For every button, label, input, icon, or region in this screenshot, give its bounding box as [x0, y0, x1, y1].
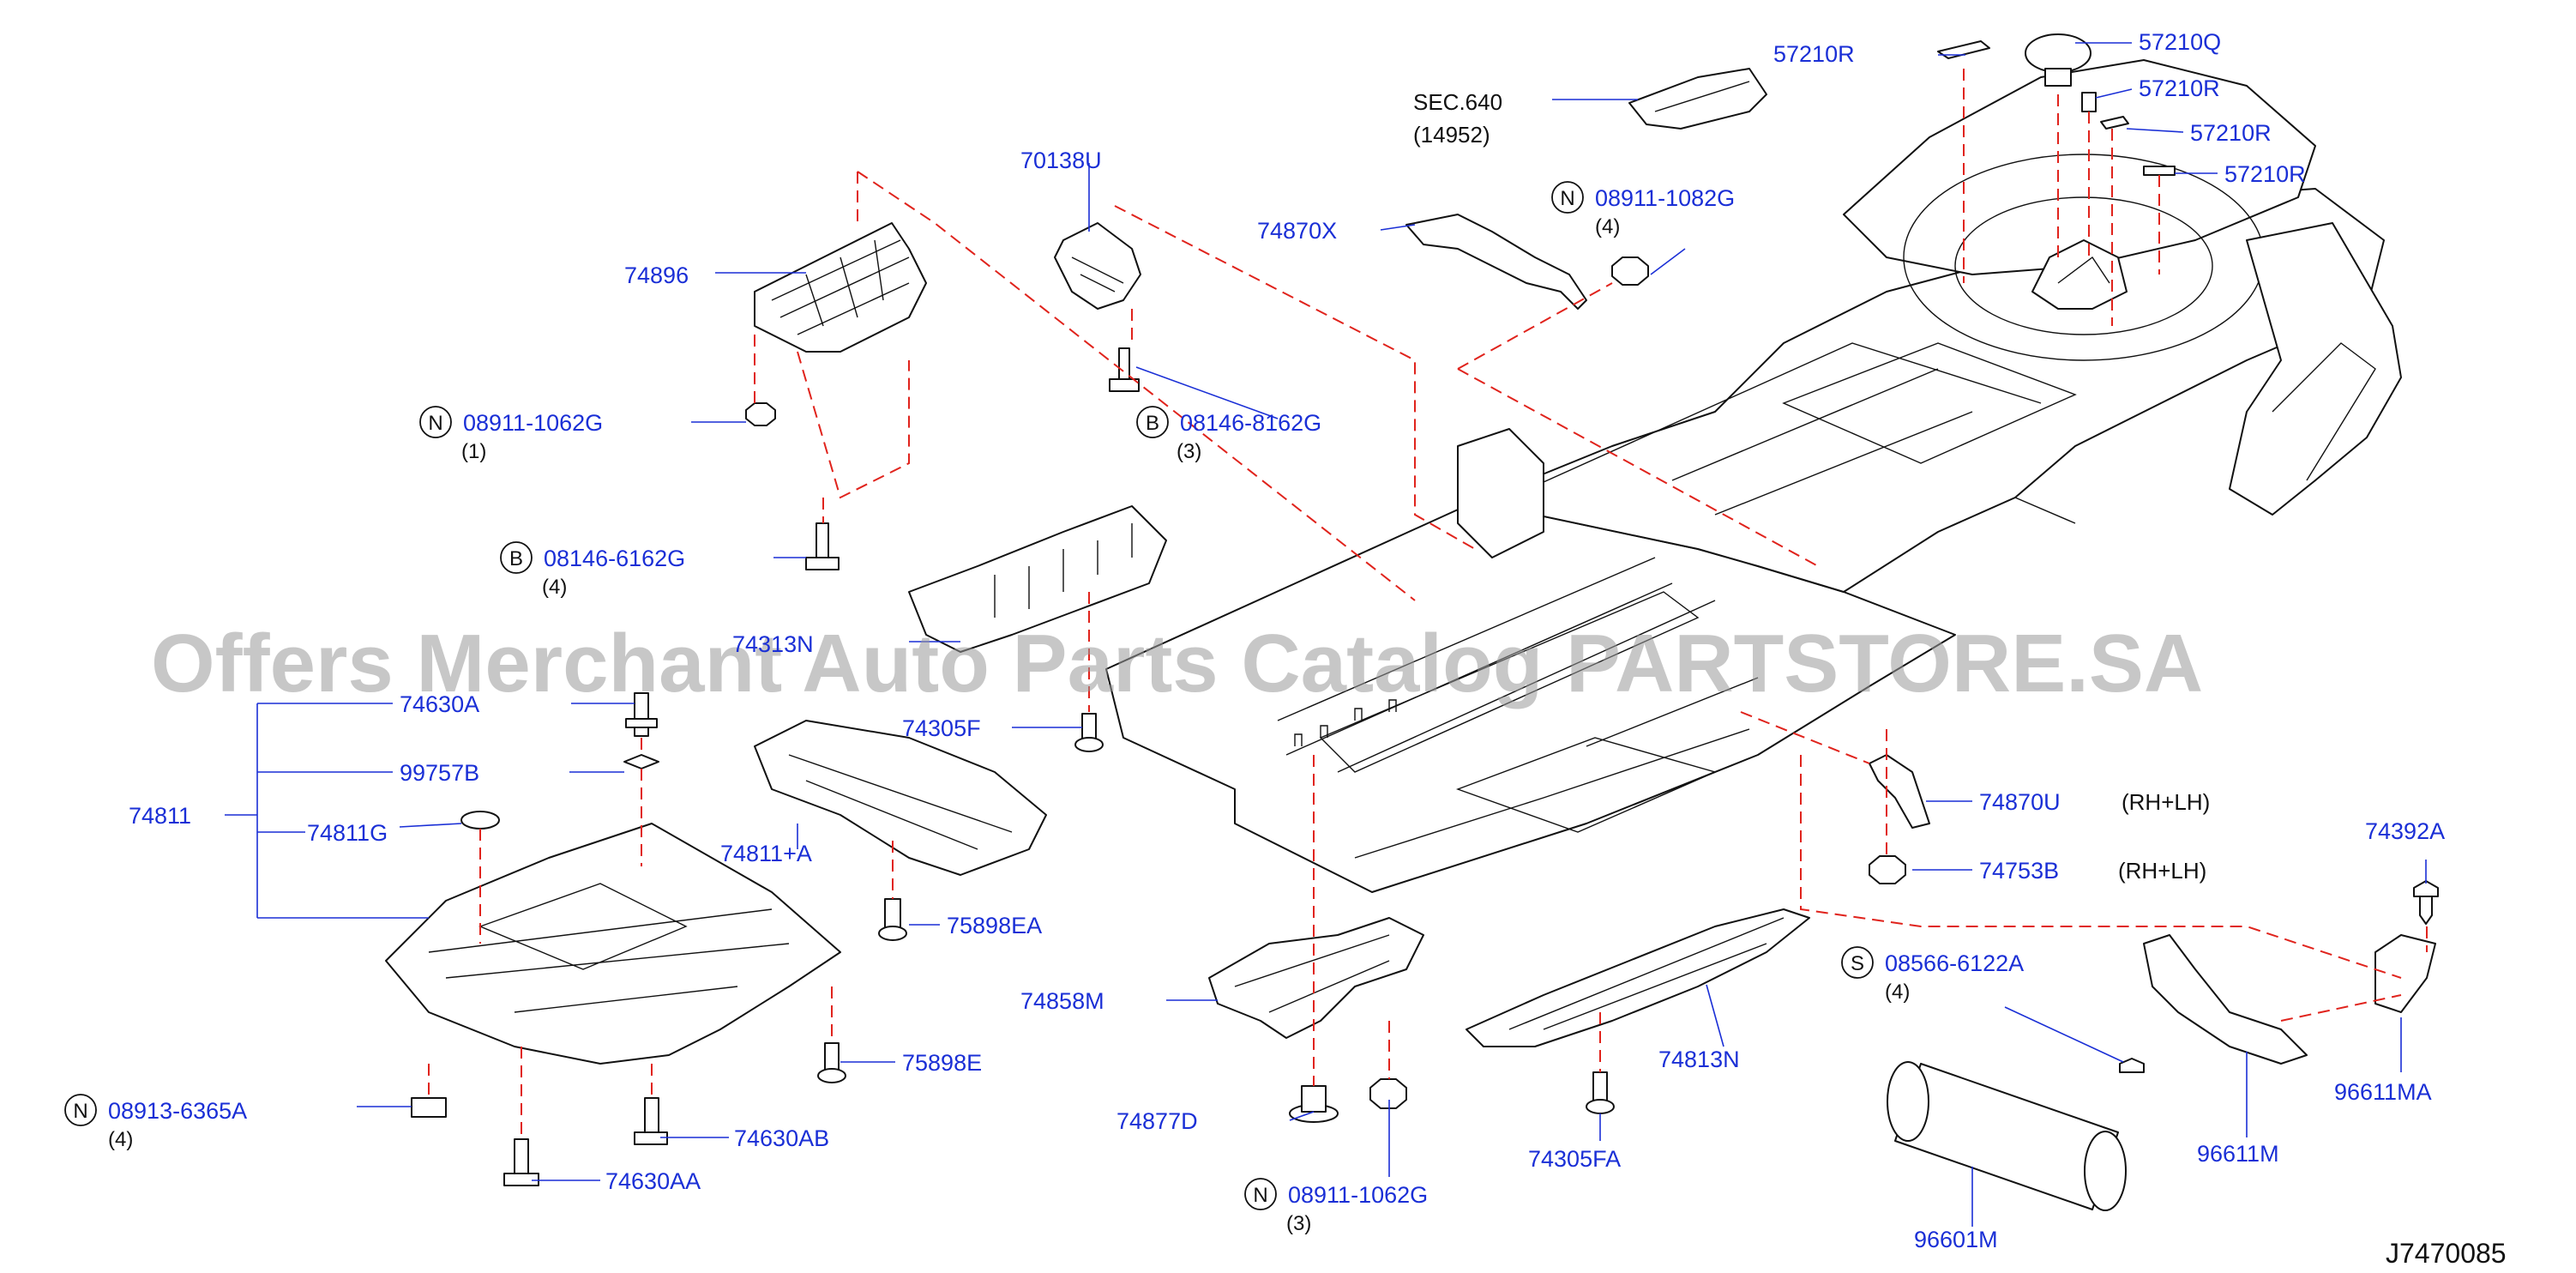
- parts-drawings: [385, 33, 2439, 1211]
- fastener-callouts: N 08911-1082G (4) N 08911-1062G (1) B 08…: [64, 181, 2024, 1235]
- part-label-57210r-b: 57210R: [2139, 75, 2220, 101]
- fastener-qty-f2: (1): [461, 440, 486, 463]
- part-label-74630a: 74630A: [400, 691, 479, 717]
- part-label-74392a: 74392A: [2365, 818, 2445, 844]
- part-label-74896: 74896: [624, 262, 689, 288]
- part-label-74877d: 74877D: [1116, 1108, 1198, 1134]
- fastener-qty-f6: (3): [1286, 1212, 1311, 1235]
- part-label-57210r-c: 57210R: [2190, 120, 2272, 146]
- part-label-74313n: 74313N: [732, 631, 814, 657]
- section-ref-sub: (14952): [1413, 122, 1490, 148]
- prefix-f7: S: [1851, 952, 1864, 975]
- part-label-96611m: 96611M: [2197, 1141, 2279, 1167]
- fastener-qty-f3: (3): [1177, 440, 1201, 463]
- assembly-dashed-lines: [428, 69, 2428, 1139]
- fastener-number-f2: 08911-1062G: [463, 410, 603, 436]
- part-label-57210r-d: 57210R: [2224, 161, 2306, 187]
- watermark-text: Offers Merchant Auto Parts Catalog PARTS…: [151, 618, 2203, 709]
- prefix-f5: N: [73, 1100, 87, 1123]
- prefix-f6: N: [1253, 1184, 1267, 1207]
- part-label-96601m: 96601M: [1914, 1227, 1998, 1252]
- prefix-circle-f6: [1244, 1178, 1277, 1210]
- fastener-number-f4: 08146-6162G: [544, 546, 685, 571]
- part-label-74630ab: 74630AB: [734, 1125, 829, 1151]
- fastener-qty-f5: (4): [108, 1128, 133, 1151]
- leader-lines: [225, 42, 2427, 1227]
- prefix-f1: N: [1560, 187, 1574, 210]
- part-label-74858m: 74858M: [1020, 988, 1104, 1014]
- prefix-circle-f3: [1136, 406, 1169, 438]
- fastener-number-f1: 08911-1082G: [1595, 185, 1735, 211]
- prefix-f3: B: [1146, 412, 1159, 435]
- prefix-circle-f5: [64, 1094, 97, 1126]
- part-label-99757b: 99757B: [400, 760, 479, 786]
- part-label-74305f: 74305F: [902, 715, 981, 741]
- prefix-circle-f4: [500, 541, 533, 574]
- part-label-57210q: 57210Q: [2139, 29, 2221, 55]
- floor-panel-drawing: [1105, 59, 2402, 893]
- fastener-number-f6: 08911-1062G: [1288, 1182, 1428, 1208]
- part-label-74870x: 74870X: [1257, 218, 1337, 244]
- part-label-74870u: 74870U: [1979, 789, 2061, 815]
- prefix-circle-f1: [1551, 181, 1584, 214]
- section-ref-label: SEC.640: [1413, 89, 1502, 115]
- part-label-74811: 74811: [129, 803, 191, 829]
- note-rhlh-2: (RH+LH): [2118, 858, 2206, 884]
- part-label-74305fa: 74305FA: [1528, 1146, 1621, 1172]
- part-label-74630aa: 74630AA: [605, 1168, 701, 1194]
- fastener-number-f5: 08913-6365A: [108, 1098, 247, 1124]
- prefix-circle-f7: [1841, 946, 1874, 979]
- fastener-number-f7: 08566-6122A: [1885, 950, 2024, 976]
- part-label-74811a: 74811+A: [720, 841, 812, 866]
- part-label-75898ea: 75898EA: [947, 913, 1042, 938]
- fastener-qty-f7: (4): [1885, 980, 1910, 1004]
- diagram-code: J7470085: [2386, 1238, 2507, 1269]
- fastener-qty-f1: (4): [1595, 215, 1620, 238]
- part-label-74813n: 74813N: [1658, 1047, 1740, 1072]
- part-label-74753b: 74753B: [1979, 858, 2059, 884]
- part-label-70138u: 70138U: [1020, 148, 1102, 173]
- part-label-96611ma: 96611MA: [2334, 1079, 2432, 1105]
- prefix-circle-f2: [419, 406, 452, 438]
- note-rhlh-1: (RH+LH): [2122, 789, 2210, 815]
- prefix-f4: B: [509, 547, 523, 570]
- fastener-number-f3: 08146-8162G: [1180, 410, 1321, 436]
- part-label-57210r-a: 57210R: [1773, 41, 1855, 67]
- prefix-f2: N: [428, 412, 442, 435]
- part-labels: 57210R 57210Q 57210R 57210R 57210R SEC.6…: [129, 29, 2507, 1269]
- part-label-75898e: 75898E: [902, 1050, 982, 1076]
- part-label-74811g: 74811G: [307, 820, 388, 846]
- fastener-qty-f4: (4): [542, 576, 567, 599]
